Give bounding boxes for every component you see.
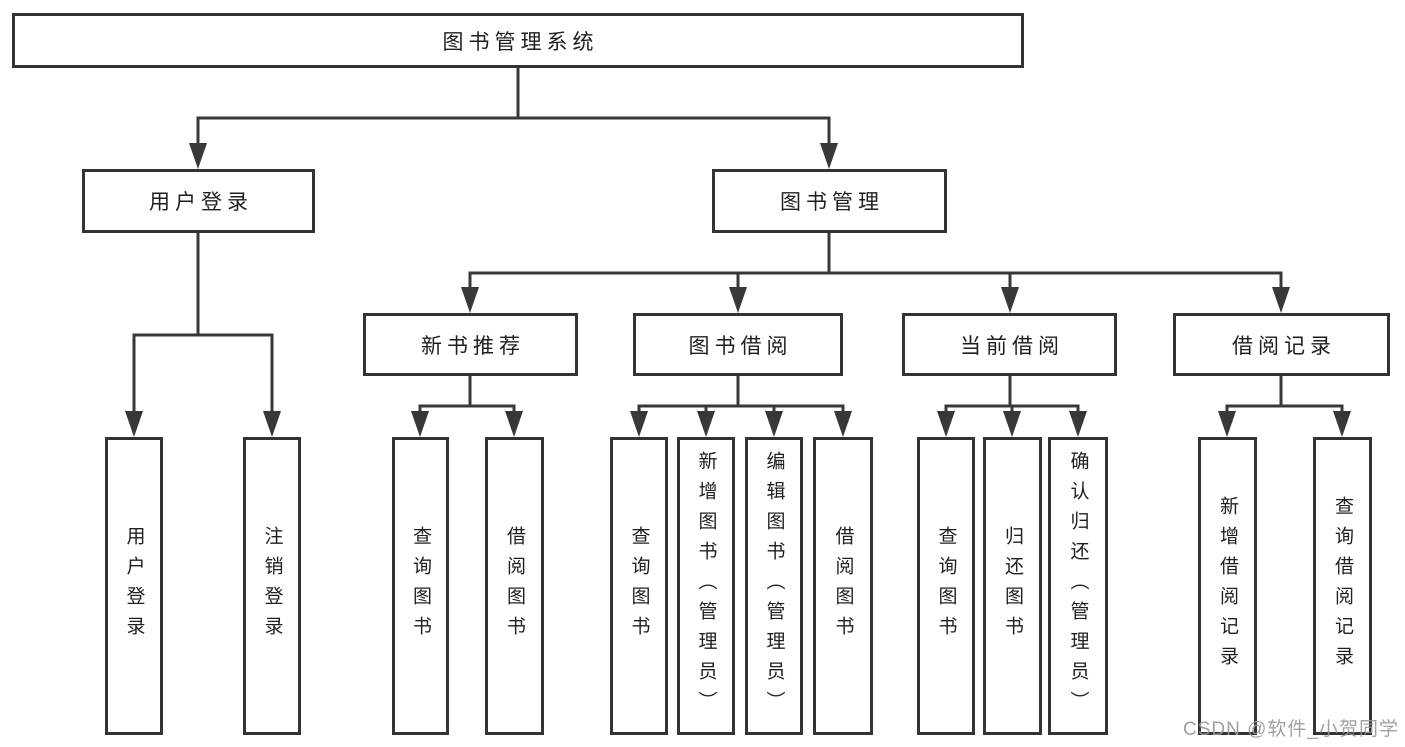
leaf-query-books-current: 查询图书 bbox=[917, 437, 975, 735]
arrowheads bbox=[125, 143, 1351, 437]
node-library-system: 图书管理系统 bbox=[12, 13, 1024, 68]
leaf-return-books: 归还图书 bbox=[983, 437, 1042, 735]
node-label: 当前借阅 bbox=[960, 334, 1064, 358]
node-label: 新增图书（管理员） bbox=[695, 451, 717, 721]
node-label: 查询图书 bbox=[935, 526, 957, 646]
node-label: 查询借阅记录 bbox=[1332, 496, 1353, 676]
node-borrowing-records: 借阅记录 bbox=[1173, 313, 1390, 376]
node-current-borrowing: 当前借阅 bbox=[902, 313, 1117, 376]
node-label: 新增借阅记录 bbox=[1217, 496, 1238, 676]
node-user-login: 用户登录 bbox=[82, 169, 315, 233]
leaf-borrow-books-borrowing: 借阅图书 bbox=[813, 437, 873, 735]
leaf-user-login: 用户登录 bbox=[105, 437, 163, 735]
node-label: 借阅记录 bbox=[1232, 334, 1336, 358]
node-label: 图书管理 bbox=[780, 191, 884, 214]
node-book-management: 图书管理 bbox=[712, 169, 947, 233]
node-label: 查询图书 bbox=[410, 526, 431, 646]
leaf-add-borrow-record: 新增借阅记录 bbox=[1198, 437, 1257, 735]
leaf-borrow-books-recommend: 借阅图书 bbox=[485, 437, 544, 735]
leaf-query-borrow-record: 查询借阅记录 bbox=[1313, 437, 1372, 735]
node-new-book-recommend: 新书推荐 bbox=[363, 313, 578, 376]
leaf-confirm-return-admin: 确认归还（管理员） bbox=[1048, 437, 1108, 735]
watermark: CSDN @软件_小贺同学 bbox=[1183, 719, 1399, 740]
node-label: 借阅图书 bbox=[832, 526, 854, 646]
leaf-add-books-admin: 新增图书（管理员） bbox=[677, 437, 735, 735]
node-label: 新书推荐 bbox=[421, 334, 525, 358]
node-label: 图书管理系统 bbox=[442, 30, 599, 54]
node-label: 用户登录 bbox=[149, 191, 253, 214]
node-label: 图书借阅 bbox=[688, 334, 793, 358]
leaf-query-books-borrowing: 查询图书 bbox=[610, 437, 668, 735]
leaf-query-books-recommend: 查询图书 bbox=[392, 437, 449, 735]
node-label: 归还图书 bbox=[1002, 526, 1023, 646]
node-label: 编辑图书（管理员） bbox=[763, 451, 785, 721]
node-label: 确认归还（管理员） bbox=[1067, 451, 1089, 721]
node-label: 借阅图书 bbox=[504, 526, 525, 646]
leaf-logout: 注销登录 bbox=[243, 437, 301, 735]
leaf-edit-books-admin: 编辑图书（管理员） bbox=[745, 437, 803, 735]
node-label: 查询图书 bbox=[628, 526, 650, 646]
node-label: 用户登录 bbox=[123, 526, 145, 646]
node-label: 注销登录 bbox=[261, 526, 283, 646]
node-book-borrowing: 图书借阅 bbox=[633, 313, 843, 376]
